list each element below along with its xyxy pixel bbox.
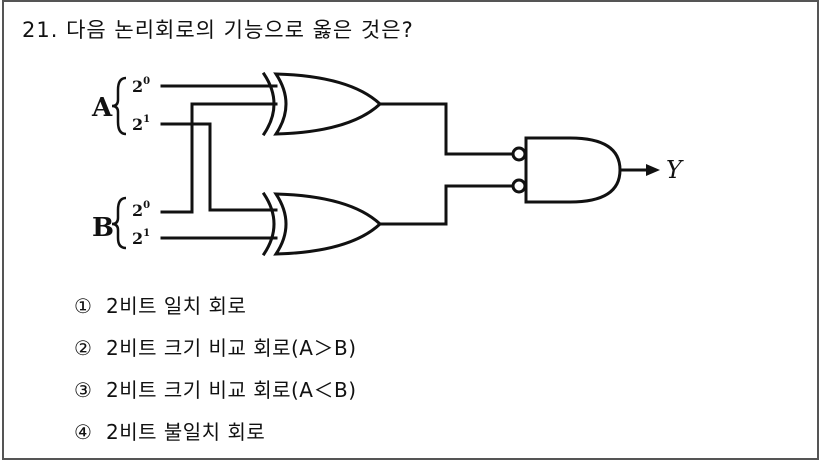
wire-xor2-out bbox=[378, 184, 514, 226]
question-text: 21. 다음 논리회로의 기능으로 옳은 것은? bbox=[22, 18, 414, 42]
option-number: ① bbox=[74, 294, 93, 318]
and-gate-body bbox=[524, 136, 622, 204]
option-number: ③ bbox=[74, 378, 93, 402]
option-3[interactable]: ③ 2비트 크기 비교 회로(A＜B) bbox=[74, 374, 357, 416]
a-bit1-label: 21 bbox=[132, 114, 150, 134]
input-b-label: B bbox=[92, 213, 114, 243]
wire-xor1-out bbox=[378, 102, 514, 156]
option-number: ② bbox=[74, 336, 93, 360]
xor-gate-1-back bbox=[261, 71, 276, 137]
a-bit0-label: 20 bbox=[132, 76, 150, 96]
brace-b bbox=[111, 196, 127, 250]
xor-gate-1-body bbox=[273, 72, 383, 136]
inverted-input-1 bbox=[511, 146, 527, 162]
option-2[interactable]: ② 2비트 크기 비교 회로(A＞B) bbox=[74, 332, 357, 374]
option-text: 2비트 불일치 회로 bbox=[106, 420, 266, 444]
option-number: ④ bbox=[74, 420, 93, 444]
option-1[interactable]: ① 2비트 일치 회로 bbox=[74, 290, 357, 332]
inverted-input-2 bbox=[511, 178, 527, 194]
answer-options: ① 2비트 일치 회로 ② 2비트 크기 비교 회로(A＞B) ③ 2비트 크기 비교… bbox=[74, 290, 357, 458]
option-text: 2비트 일치 회로 bbox=[106, 294, 247, 318]
output-arrow bbox=[646, 164, 660, 176]
brace-a bbox=[111, 76, 127, 136]
xor-gate-2-body bbox=[273, 192, 383, 256]
xor-gate-2-back bbox=[261, 191, 276, 257]
wire-b0 bbox=[160, 102, 278, 214]
logic-circuit-diagram: A B 20 21 20 21 Y bbox=[91, 71, 684, 257]
b-bit0-label: 20 bbox=[132, 200, 150, 220]
wire-a1 bbox=[160, 122, 278, 212]
option-4[interactable]: ④ 2비트 불일치 회로 bbox=[74, 416, 357, 458]
option-text: 2비트 크기 비교 회로(A＞B) bbox=[106, 336, 357, 360]
input-a-label: A bbox=[91, 93, 113, 123]
output-label: Y bbox=[666, 156, 684, 184]
b-bit1-label: 21 bbox=[132, 228, 150, 248]
option-text: 2비트 크기 비교 회로(A＜B) bbox=[106, 378, 357, 402]
